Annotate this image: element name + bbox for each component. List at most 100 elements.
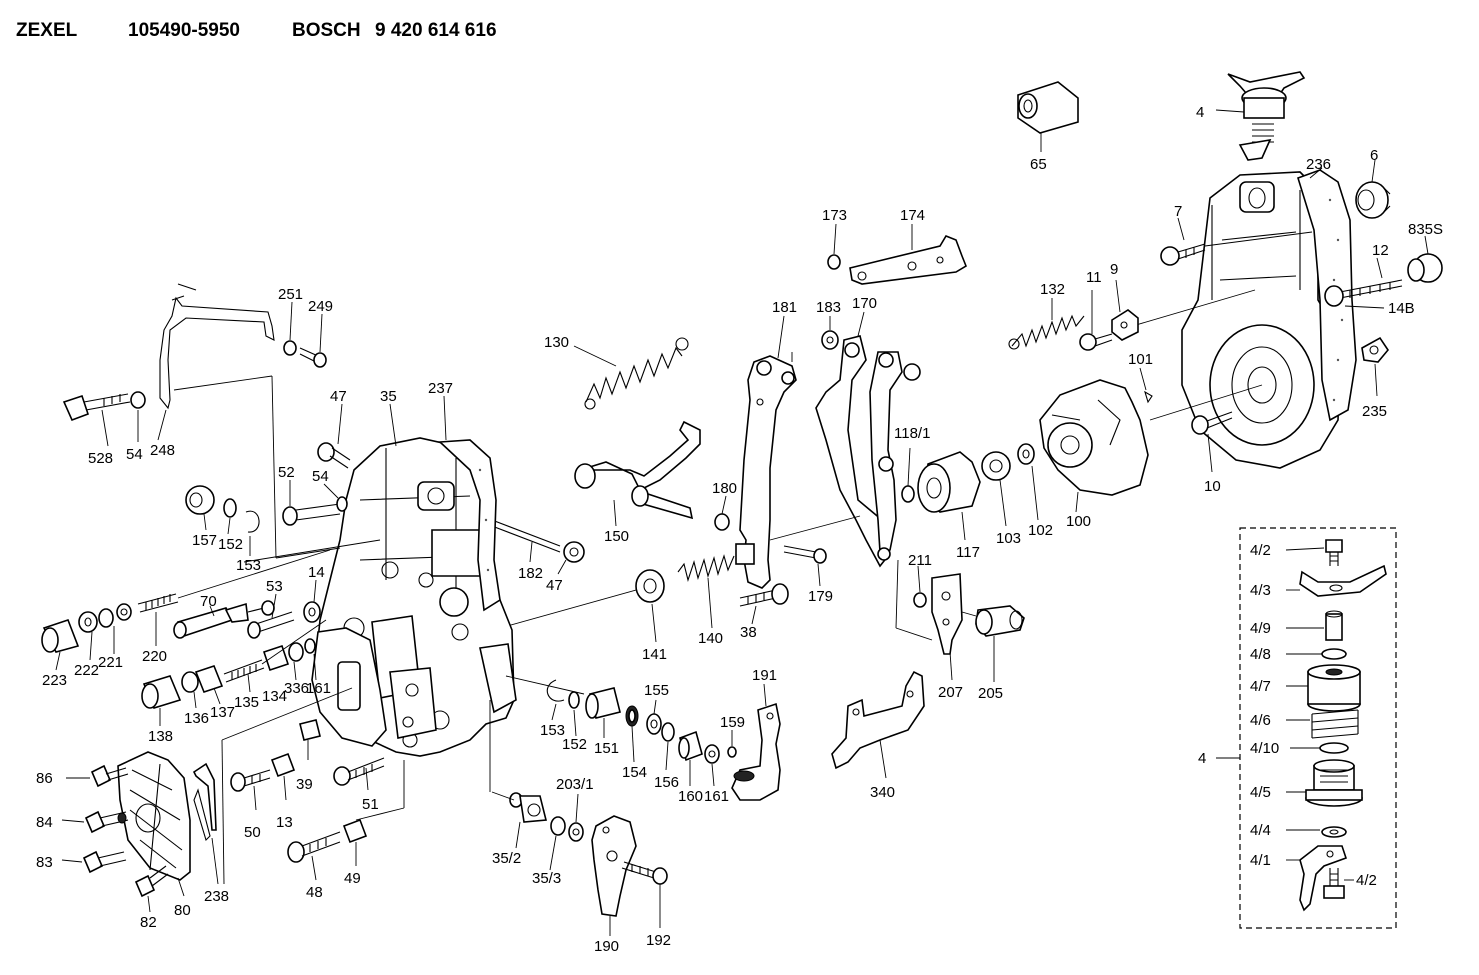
part-141-nut bbox=[635, 569, 665, 603]
part-161-washer-right bbox=[704, 744, 720, 764]
part-governor-housing bbox=[1181, 171, 1341, 469]
part-221-ring bbox=[98, 608, 114, 628]
part-340-bracket bbox=[831, 670, 925, 770]
part-137-nut bbox=[194, 665, 224, 693]
part-53-screw bbox=[247, 611, 295, 639]
part-84-screw bbox=[84, 810, 129, 834]
label-101: 101 bbox=[1128, 351, 1153, 368]
label-11: 11 bbox=[1086, 269, 1102, 286]
label-153-right: 153 bbox=[540, 722, 565, 739]
label-100: 100 bbox=[1066, 513, 1091, 530]
part-336-washer bbox=[288, 642, 304, 662]
detail-box-item-4 bbox=[1216, 527, 1397, 929]
header-brand-bosch: BOSCH bbox=[292, 20, 361, 41]
label-detail-4: 4 bbox=[1198, 750, 1206, 767]
label-835s: 835S bbox=[1408, 221, 1443, 238]
detail-4-3-lever bbox=[1299, 564, 1387, 597]
part-182-pin bbox=[491, 519, 561, 553]
part-117-sleeve bbox=[917, 451, 981, 513]
label-51: 51 bbox=[362, 796, 379, 813]
part-221-nut bbox=[116, 603, 132, 621]
label-182: 182 bbox=[518, 565, 543, 582]
part-65-sleeve-nut bbox=[1017, 81, 1079, 134]
part-203-1-washer bbox=[568, 822, 584, 842]
label-48: 48 bbox=[306, 884, 323, 901]
part-154-oring bbox=[625, 705, 639, 727]
label-35-3: 35/3 bbox=[532, 870, 561, 887]
part-173-nut bbox=[827, 254, 841, 270]
part-174-bracket bbox=[849, 235, 967, 285]
part-183-nut bbox=[821, 330, 839, 350]
part-82-screw bbox=[134, 865, 169, 898]
label-238: 238 bbox=[204, 888, 229, 905]
part-52-screw bbox=[282, 503, 341, 526]
part-9-bracket bbox=[1111, 309, 1139, 341]
part-50-screw bbox=[230, 769, 271, 792]
part-12-screw bbox=[1324, 279, 1403, 307]
part-54-washer-top bbox=[130, 391, 146, 409]
part-86-screw bbox=[90, 764, 129, 788]
part-7-screw bbox=[1160, 243, 1206, 266]
detail-4-5-seat bbox=[1305, 759, 1363, 807]
part-48-screw bbox=[287, 831, 341, 863]
label-135: 135 bbox=[234, 694, 259, 711]
label-10: 10 bbox=[1204, 478, 1221, 495]
part-181-lever bbox=[735, 355, 797, 589]
header-zexel-part-number: 105490-5950 bbox=[128, 20, 240, 41]
part-134-nut bbox=[262, 644, 290, 672]
part-528-bolt bbox=[62, 393, 131, 422]
lower-shaft-group bbox=[491, 675, 781, 936]
label-181: 181 bbox=[772, 299, 797, 316]
part-249-screw bbox=[299, 347, 327, 368]
part-51-screw bbox=[333, 757, 385, 786]
label-detail-4-10: 4/10 bbox=[1250, 740, 1279, 757]
label-152-right: 152 bbox=[562, 736, 587, 753]
lever-group bbox=[485, 223, 1025, 779]
label-179: 179 bbox=[808, 588, 833, 605]
part-223-cap-nut bbox=[41, 618, 80, 653]
detail-4-1-lever bbox=[1299, 845, 1348, 912]
part-180-nut bbox=[714, 513, 730, 531]
part-labels: 65 4 236 6 7 835S 12 14B 235 10 11 9 132… bbox=[36, 104, 1443, 955]
part-132-spring bbox=[1008, 314, 1085, 350]
part-10-screw bbox=[1191, 411, 1233, 435]
label-174: 174 bbox=[900, 207, 925, 224]
label-159: 159 bbox=[720, 714, 745, 731]
part-248-bracket bbox=[159, 283, 275, 410]
part-152-washer-right bbox=[568, 691, 580, 709]
part-47-screw-top bbox=[317, 442, 351, 469]
label-47-right: 47 bbox=[546, 577, 563, 594]
label-65: 65 bbox=[1030, 156, 1047, 173]
label-190: 190 bbox=[594, 938, 619, 955]
label-82: 82 bbox=[140, 914, 157, 931]
part-161-ring-left bbox=[304, 638, 316, 654]
part-179-pin bbox=[783, 545, 827, 564]
part-49-nut bbox=[342, 818, 368, 844]
label-156: 156 bbox=[654, 774, 679, 791]
label-207: 207 bbox=[938, 684, 963, 701]
label-detail-4-8: 4/8 bbox=[1250, 646, 1271, 663]
label-155: 155 bbox=[644, 682, 669, 699]
part-159-pin bbox=[727, 746, 737, 758]
label-39: 39 bbox=[296, 776, 313, 793]
header: ZEXEL 105490-5950 BOSCH 9 420 614 616 bbox=[16, 20, 497, 41]
part-205-stud bbox=[975, 605, 1025, 637]
label-detail-4-7: 4/7 bbox=[1250, 678, 1271, 695]
part-80-cover bbox=[117, 751, 191, 881]
part-155-washer bbox=[646, 713, 662, 735]
label-detail-4-3: 4/3 bbox=[1250, 582, 1271, 599]
label-235: 235 bbox=[1362, 403, 1387, 420]
part-238-gasket bbox=[192, 762, 217, 842]
label-14b: 14B bbox=[1388, 300, 1415, 317]
label-161-right: 161 bbox=[704, 788, 729, 805]
label-154: 154 bbox=[622, 764, 647, 781]
header-brand-zexel: ZEXEL bbox=[16, 20, 78, 41]
label-150: 150 bbox=[604, 528, 629, 545]
label-221: 221 bbox=[98, 654, 123, 671]
detail-4-10-ring bbox=[1319, 742, 1349, 754]
part-222-washer bbox=[78, 611, 98, 633]
label-47-top: 47 bbox=[330, 388, 347, 405]
part-207-plate bbox=[931, 573, 963, 655]
detail-4-8-washer bbox=[1321, 648, 1347, 660]
